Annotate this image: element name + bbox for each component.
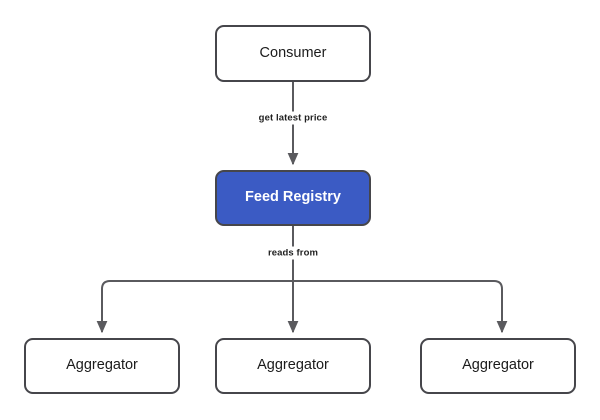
node-feed-registry[interactable]: Feed Registry bbox=[215, 170, 371, 226]
node-aggregator-left[interactable]: Aggregator bbox=[24, 338, 180, 394]
edge-registry-to-aggregator-left-path bbox=[96, 280, 293, 334]
node-aggregator-left-label: Aggregator bbox=[66, 357, 138, 374]
node-aggregator-center-label: Aggregator bbox=[257, 357, 329, 374]
node-aggregator-right[interactable]: Aggregator bbox=[420, 338, 576, 394]
edge-label-get-latest-price: get latest price bbox=[255, 111, 331, 125]
node-consumer-label: Consumer bbox=[259, 44, 327, 61]
node-aggregator-right-label: Aggregator bbox=[462, 357, 534, 374]
edge-registry-to-aggregator-right-path bbox=[293, 280, 508, 334]
node-consumer[interactable]: Consumer bbox=[215, 25, 371, 82]
node-aggregator-center[interactable]: Aggregator bbox=[215, 338, 371, 394]
edge-label-reads-from: reads from bbox=[264, 246, 322, 260]
node-feed-registry-label: Feed Registry bbox=[245, 189, 341, 206]
